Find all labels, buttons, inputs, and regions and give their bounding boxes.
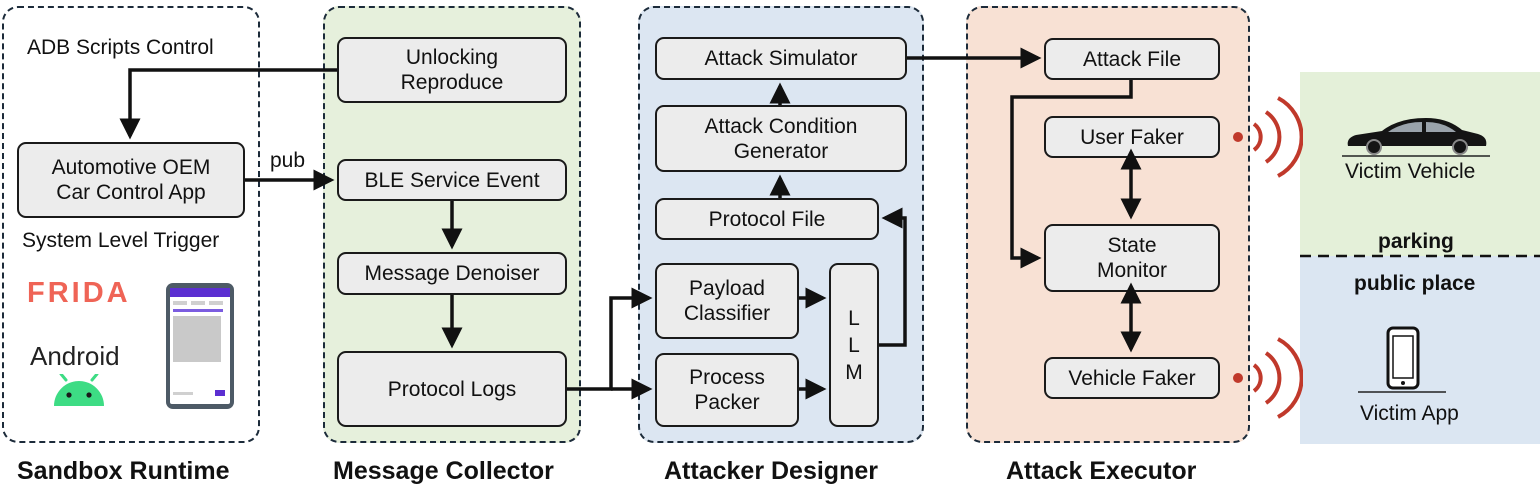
ble-service-event-box: BLE Service Event <box>337 159 567 201</box>
pub-label: pub <box>270 149 306 172</box>
arrow-attack-file-to-monitor <box>1010 80 1133 269</box>
wireless-signal-icon <box>1233 337 1303 419</box>
protocol-file-box: Protocol File <box>655 198 879 240</box>
sandbox-runtime-caption: Sandbox Runtime <box>17 457 230 485</box>
attack-file-box: Attack File <box>1044 38 1220 80</box>
victim-vehicle-label: Victim Vehicle <box>1345 160 1476 183</box>
smartphone-icon <box>1358 326 1446 393</box>
car-icon <box>1342 118 1490 157</box>
android-robot-icon <box>54 374 104 406</box>
vehicle-faker-box: Vehicle Faker <box>1044 357 1220 399</box>
message-collector-caption: Message Collector <box>333 457 554 485</box>
adb-scripts-label: ADB Scripts Control <box>27 36 214 59</box>
protocol-logs-box: Protocol Logs <box>337 351 567 427</box>
public-place-zone <box>1300 256 1540 444</box>
android-logo: Android <box>30 341 120 371</box>
system-trigger-label: System Level Trigger <box>22 229 220 252</box>
wireless-signal-icon <box>1233 96 1303 178</box>
arrow-llm-to-protocol-file <box>879 207 907 347</box>
unlocking-reproduce-box: Unlocking Reproduce <box>337 37 567 103</box>
frida-logo: FRIDA <box>27 277 131 309</box>
message-denoiser-box: Message Denoiser <box>337 252 567 295</box>
attack-executor-caption: Attack Executor <box>1006 457 1197 485</box>
attack-condition-generator-box: Attack Condition Generator <box>655 105 907 172</box>
llm-box: L L M <box>829 263 879 427</box>
parking-zone <box>1300 72 1540 256</box>
arrow-logs-to-payload <box>567 287 653 391</box>
public-place-label: public place <box>1354 272 1476 295</box>
arrow-unlocking-to-app <box>119 68 337 140</box>
attacker-designer-caption: Attacker Designer <box>664 457 878 485</box>
payload-classifier-box: Payload Classifier <box>655 263 799 339</box>
smartphone-screenshot-icon <box>166 283 234 409</box>
victim-app-label: Victim App <box>1360 402 1459 425</box>
process-packer-box: Process Packer <box>655 353 799 427</box>
parking-label: parking <box>1378 230 1454 253</box>
car-control-app-box: Automotive OEM Car Control App <box>17 142 245 218</box>
attack-simulator-box: Attack Simulator <box>655 37 907 80</box>
